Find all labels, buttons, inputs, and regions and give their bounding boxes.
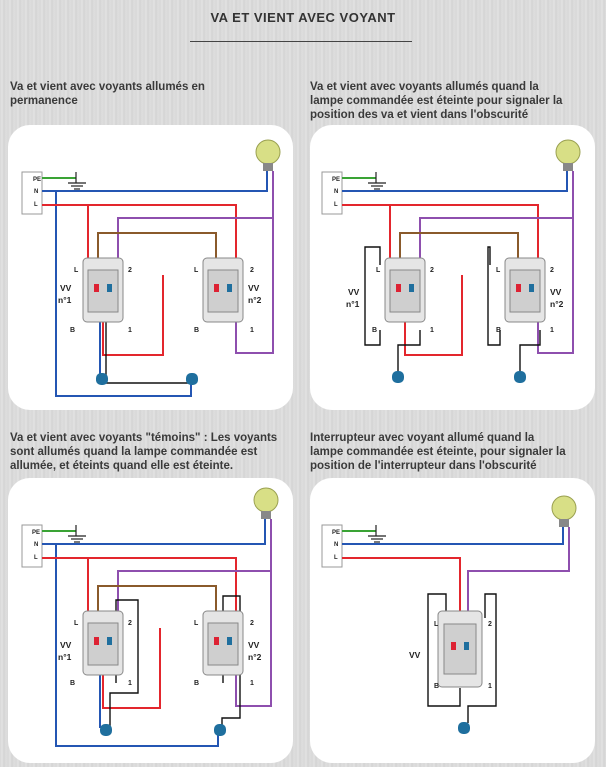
terminal-label: 2 [488, 621, 492, 628]
caption-line: Interrupteur avec voyant allumé quand la [310, 432, 535, 444]
switch-vv-2 [504, 257, 546, 323]
caption-line: Va et vient avec voyants "témoins" : Les… [10, 432, 278, 444]
caption-panel-1: Va et vient avec voyants allumés en perm… [10, 80, 205, 108]
indicator-light-icon [458, 722, 470, 734]
terminal-label: 1 [250, 327, 254, 334]
pe-label: PE [33, 177, 41, 183]
terminal-label: 1 [128, 327, 132, 334]
terminal-label: B [434, 683, 439, 690]
caption-line: lampe commandée est éteinte, pour signal… [310, 446, 566, 458]
terminal-label: L [194, 267, 199, 274]
lamp-icon [551, 495, 577, 527]
terminal-label: PE [32, 530, 40, 536]
indicator-light-icon [514, 371, 526, 383]
switch-vv-1 [82, 257, 124, 323]
vv1-label: VV [60, 283, 72, 293]
switch-vv-1 [82, 610, 124, 676]
n-label: N [34, 189, 38, 195]
terminal-label: 2 [250, 620, 254, 627]
terminal-label: 1 [430, 327, 434, 334]
indicator-light-icon [96, 373, 108, 385]
terminal-label: 1 [550, 327, 554, 334]
vv2-label: VV [248, 283, 260, 293]
terminal-label: B [70, 327, 75, 334]
terminal-label: B [496, 327, 501, 334]
indicator-light-icon [392, 371, 404, 383]
terminal-label: n°1 [58, 652, 72, 662]
switch-vv-1 [384, 257, 426, 323]
switch-vv [437, 610, 483, 688]
terminal-label: PE [332, 177, 340, 183]
lamp-icon [255, 139, 281, 171]
caption-line: permanence [10, 95, 78, 107]
caption-panel-3: Va et vient avec voyants "témoins" : Les… [10, 431, 277, 473]
wiring-diagram-1: PE N L L 2 B 1 VV n°1 L 2 B 1 VV [8, 125, 293, 410]
terminal-label: L [334, 202, 338, 208]
caption-line: sont allumés quand la lampe commandée es… [10, 446, 258, 458]
caption-line: position des va et vient dans l'obscurit… [310, 109, 529, 121]
terminal-label: B [372, 327, 377, 334]
caption-line: allumée, et éteints quand elle est étein… [10, 460, 234, 472]
terminal-label: L [334, 555, 338, 561]
caption-line: Va et vient avec voyants allumés en [10, 81, 205, 93]
caption-panel-2: Va et vient avec voyants allumés quand l… [310, 80, 562, 122]
terminal-label: L [376, 267, 381, 274]
lamp-icon [555, 139, 581, 171]
caption-line: Va et vient avec voyants allumés quand l… [310, 81, 539, 93]
terminal-label: 1 [488, 683, 492, 690]
indicator-light-icon [100, 724, 112, 736]
terminal-label: L [496, 267, 501, 274]
wiring-diagram-4: PE N L L 2 B 1 VV [310, 478, 595, 763]
terminal-label: n°2 [248, 652, 262, 662]
terminal-label: N [334, 542, 338, 548]
terminal-label: 2 [250, 267, 254, 274]
wiring-diagram-3: PE N L L 2 B 1 VV n°1 L 2 B 1 VV n°2 [8, 478, 293, 763]
terminal-label: PE [332, 530, 340, 536]
title-underline [190, 41, 412, 42]
switch-vv-2 [202, 610, 244, 676]
indicator-light-icon [186, 373, 198, 385]
switch-vv-2 [202, 257, 244, 323]
page-title: VA ET VIENT AVEC VOYANT [210, 10, 396, 25]
terminal-label: N [34, 542, 38, 548]
terminal-label: 2 [430, 267, 434, 274]
terminal-label: L [194, 620, 199, 627]
terminal-label: L [434, 621, 439, 628]
terminal-label: L [34, 555, 38, 561]
terminal-label: L [74, 620, 79, 627]
terminal-label: B [194, 680, 199, 687]
caption-line: lampe commandée est éteinte pour signale… [310, 95, 563, 107]
terminal-label: L [74, 267, 79, 274]
terminal-label: 2 [550, 267, 554, 274]
lamp-icon [253, 487, 279, 519]
vv2-number: n°2 [248, 295, 262, 305]
indicator-light-icon [214, 724, 226, 736]
terminal-label: 2 [128, 267, 132, 274]
vv1-number: n°1 [58, 295, 72, 305]
terminal-label: B [194, 327, 199, 334]
l-label: L [34, 202, 38, 208]
terminal-label: VV [60, 640, 72, 650]
terminal-label: B [70, 680, 75, 687]
terminal-label: VV [348, 287, 360, 297]
terminal-label: VV [248, 640, 260, 650]
terminal-label: N [334, 189, 338, 195]
wiring-diagram-2: PE N L L 2 B 1 VV n°1 L 2 B 1 VV n°2 [310, 125, 595, 410]
caption-line: position de l'interrupteur dans l'obscur… [310, 460, 537, 472]
terminal-label: n°2 [550, 299, 564, 309]
terminal-label: 2 [128, 620, 132, 627]
terminal-label: VV [550, 287, 562, 297]
terminal-label: 1 [250, 680, 254, 687]
terminal-label: 1 [128, 680, 132, 687]
caption-panel-4: Interrupteur avec voyant allumé quand la… [310, 431, 566, 473]
vv-label: VV [409, 650, 421, 660]
terminal-label: n°1 [346, 299, 360, 309]
